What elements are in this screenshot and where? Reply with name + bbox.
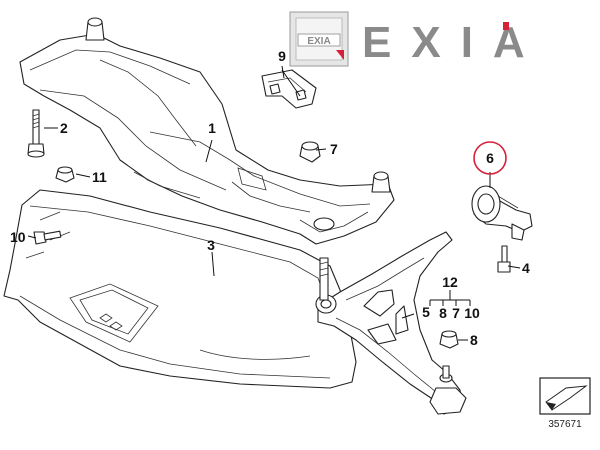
callout-9: 9 (278, 48, 286, 64)
part-6-rubber-mount (471, 185, 533, 241)
part-9-bracket (261, 69, 317, 109)
diagram-number: 357671 (548, 419, 582, 430)
callout-4: 4 (522, 260, 530, 276)
callout-3: 3 (207, 237, 215, 253)
callout-8: 8 (470, 332, 478, 348)
group-12-item-7: 7 (452, 305, 460, 321)
part-7-nut (299, 141, 321, 163)
logo-badge-text: EXIA (307, 36, 330, 47)
highlight-circle (473, 141, 507, 175)
part-3-underbody-shield (3, 189, 357, 389)
part-8-nut (439, 330, 459, 349)
leader-lines (27, 65, 521, 341)
exia-logo: EXIA EXIA (289, 11, 545, 67)
callout-10: 10 (10, 229, 26, 245)
callout-7: 7 (330, 141, 338, 157)
callout-11: 11 (92, 169, 107, 185)
logo-accent-mark (503, 22, 509, 30)
part-1-axle-carrier (19, 17, 395, 245)
part-11-nut (55, 166, 75, 183)
group-12-item-10: 10 (464, 305, 480, 321)
part-2-bolt (27, 109, 45, 158)
part-5-control-arm (315, 231, 467, 415)
callout-1: 1 (208, 120, 216, 136)
callout-2: 2 (60, 120, 68, 136)
callout-5: 5 (422, 304, 430, 320)
logo-wordmark: EXIA (362, 18, 545, 67)
part-4-bolt (497, 245, 511, 273)
part-10-bolt (33, 230, 62, 245)
callout-6: 6 (486, 150, 494, 166)
group-12-item-8: 8 (439, 305, 447, 321)
callout-group-12: 12 5 8 7 10 (439, 274, 480, 321)
orientation-arrow-icon (539, 377, 591, 415)
callout-12: 12 (442, 274, 458, 290)
